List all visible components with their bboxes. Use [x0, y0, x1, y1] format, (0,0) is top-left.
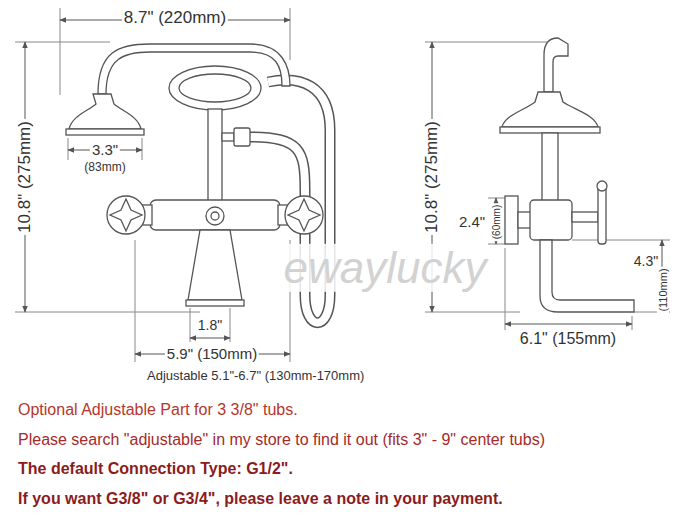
- dimension-lines: [60, 8, 61, 95]
- dimension-label: 4.3": [632, 254, 660, 269]
- dimension-lines: [190, 338, 230, 339]
- note: Please search "adjustable" in my store t…: [18, 431, 545, 449]
- cross-handle: [285, 196, 323, 234]
- note: If you want G3/8" or G3/4", please leave…: [18, 490, 503, 508]
- dimension-label: 8.7" (220mm): [122, 9, 228, 28]
- dimension-lines: [15, 312, 200, 313]
- side-view: [598, 186, 606, 244]
- faucet-body: [140, 109, 290, 306]
- dimension-lines: [15, 42, 110, 43]
- faucet-body: [188, 230, 242, 300]
- dimension-lines: [142, 138, 143, 160]
- dimension-label: 5.9" (150mm): [165, 346, 259, 363]
- dimension-label: (83mm): [82, 161, 127, 174]
- dimension-lines: [505, 324, 632, 325]
- dimension-lines: [632, 316, 633, 330]
- dimension-lines: [68, 138, 69, 160]
- side-view: [542, 133, 558, 201]
- hand-shower: [66, 44, 290, 135]
- dimension-label: 6.1" (155mm): [518, 330, 618, 348]
- faucet-body: [211, 212, 219, 220]
- hand-shower: [69, 94, 141, 129]
- hand-shower: [179, 74, 251, 102]
- cross-handle: [107, 196, 145, 234]
- dimension-label: 10.8" (275mm): [423, 119, 442, 235]
- dimension-lines: [230, 308, 231, 342]
- dimension-lines: [505, 248, 506, 330]
- side-view: [530, 200, 572, 240]
- dimension-label: 10.8" (275mm): [16, 119, 35, 235]
- dimension-label: 3.3": [90, 142, 120, 159]
- cross-handle: [107, 196, 323, 234]
- note: Optional Adjustable Part for 3 3/8" tubs…: [18, 401, 298, 419]
- faucet-body: [150, 200, 280, 230]
- side-view: [500, 127, 600, 133]
- dimension-lines: [135, 240, 136, 362]
- dimension-lines: [15, 8, 290, 362]
- dimension-lines: [190, 308, 191, 342]
- dimension-note: Adjustable 5.1"-6.7" (130mm-170mm): [145, 369, 366, 383]
- faucet-body: [186, 300, 244, 306]
- side-view: [500, 38, 634, 312]
- dimension-label: 2.4": [457, 214, 487, 231]
- side-view: [544, 38, 568, 92]
- watermark: ewaylucky: [284, 244, 487, 292]
- faucet-body: [206, 207, 224, 225]
- dimension-lines: [425, 42, 560, 43]
- side-view: [505, 196, 518, 244]
- cross-handle: [110, 199, 142, 231]
- cross-handle: [288, 199, 320, 231]
- side-view: [540, 240, 634, 312]
- note: The default Connection Type: G1/2".: [18, 460, 293, 478]
- faucet-body: [234, 128, 250, 146]
- hand-shower: [66, 129, 144, 135]
- dimension-lines: [290, 8, 291, 60]
- side-view: [572, 212, 598, 222]
- dimension-lines: [425, 312, 520, 313]
- faucet-body: [222, 133, 234, 141]
- dimension-lines: [572, 240, 670, 241]
- dimension-label: 1.8": [196, 318, 224, 333]
- side-view: [502, 92, 598, 127]
- dimension-label: (110mm): [657, 266, 669, 313]
- faucet-body: [208, 109, 222, 201]
- side-view: [597, 181, 607, 191]
- dimension-label: (60mm): [491, 203, 502, 241]
- hand-shower: [169, 66, 261, 110]
